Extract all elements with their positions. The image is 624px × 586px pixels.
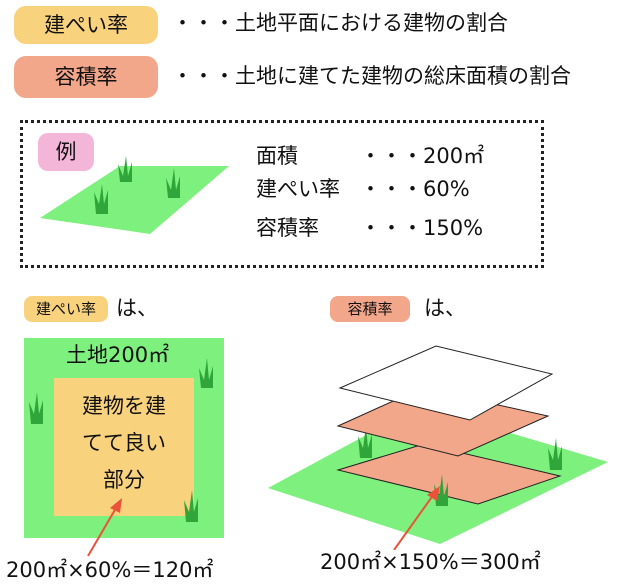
coverage-decorations: [29, 358, 213, 557]
example-row-volume-label: 容積率: [256, 216, 319, 240]
volume-section-suffix: は、: [424, 296, 466, 320]
coverage-section-badge-label: 建ぺい率: [35, 299, 96, 318]
coverage-building-line-3: 部分: [103, 468, 145, 492]
coverage-building-line-2: てて良い: [82, 431, 166, 455]
coverage-section-suffix: は、: [116, 296, 158, 320]
volume-arrowhead: [427, 486, 440, 501]
coverage-building-line-1: 建物を建: [82, 394, 166, 418]
example-row-coverage-value: ・・・60%: [360, 177, 470, 201]
grass-tuft-icon: [184, 490, 198, 522]
term-badge-volume-label: 容積率: [54, 64, 118, 89]
example-badge: 例: [38, 133, 94, 171]
grass-tuft-icon: [548, 438, 562, 470]
coverage-arrow: [87, 507, 117, 557]
term-badge-coverage-label: 建ぺい率: [44, 12, 128, 37]
example-land-illustration: [40, 156, 229, 234]
term-badge-volume: 容積率: [14, 56, 158, 98]
term-badge-coverage: 建ぺい率: [14, 6, 158, 44]
volume-section-badge-label: 容積率: [347, 299, 393, 318]
volume-floor-outline: [338, 345, 554, 421]
coverage-land-label: 土地200㎡: [66, 343, 170, 367]
grass-tuft-icon: [166, 168, 180, 198]
example-row-coverage-label: 建ぺい率: [256, 177, 340, 201]
grass-tuft-icon: [199, 358, 213, 388]
volume-section-badge: 容積率: [330, 296, 410, 322]
volume-illustration: [268, 345, 608, 550]
example-land-parallelogram: [40, 166, 229, 234]
coverage-arrowhead: [110, 498, 122, 513]
coverage-section-badge: 建ぺい率: [24, 296, 108, 322]
example-row-area-value: ・・・200㎡: [360, 144, 485, 168]
example-row-area-label: 面積: [256, 144, 298, 168]
coverage-building-area: [54, 378, 194, 516]
grass-tuft-icon: [358, 426, 372, 458]
grass-tuft-icon: [29, 392, 43, 424]
definition-volume: ・・・土地に建てた建物の総床面積の割合: [172, 64, 571, 88]
grass-tuft-icon: [118, 156, 132, 182]
example-box: [20, 120, 544, 268]
example-badge-label: 例: [55, 139, 77, 164]
volume-arrow: [393, 493, 435, 550]
coverage-formula: 200㎡×60%＝120㎡: [6, 558, 214, 582]
volume-formula: 200㎡×150%＝300㎡: [320, 550, 541, 574]
example-row-volume-value: ・・・150%: [360, 216, 484, 240]
definition-coverage: ・・・土地平面における建物の割合: [172, 11, 508, 35]
grass-tuft-icon: [94, 184, 108, 214]
